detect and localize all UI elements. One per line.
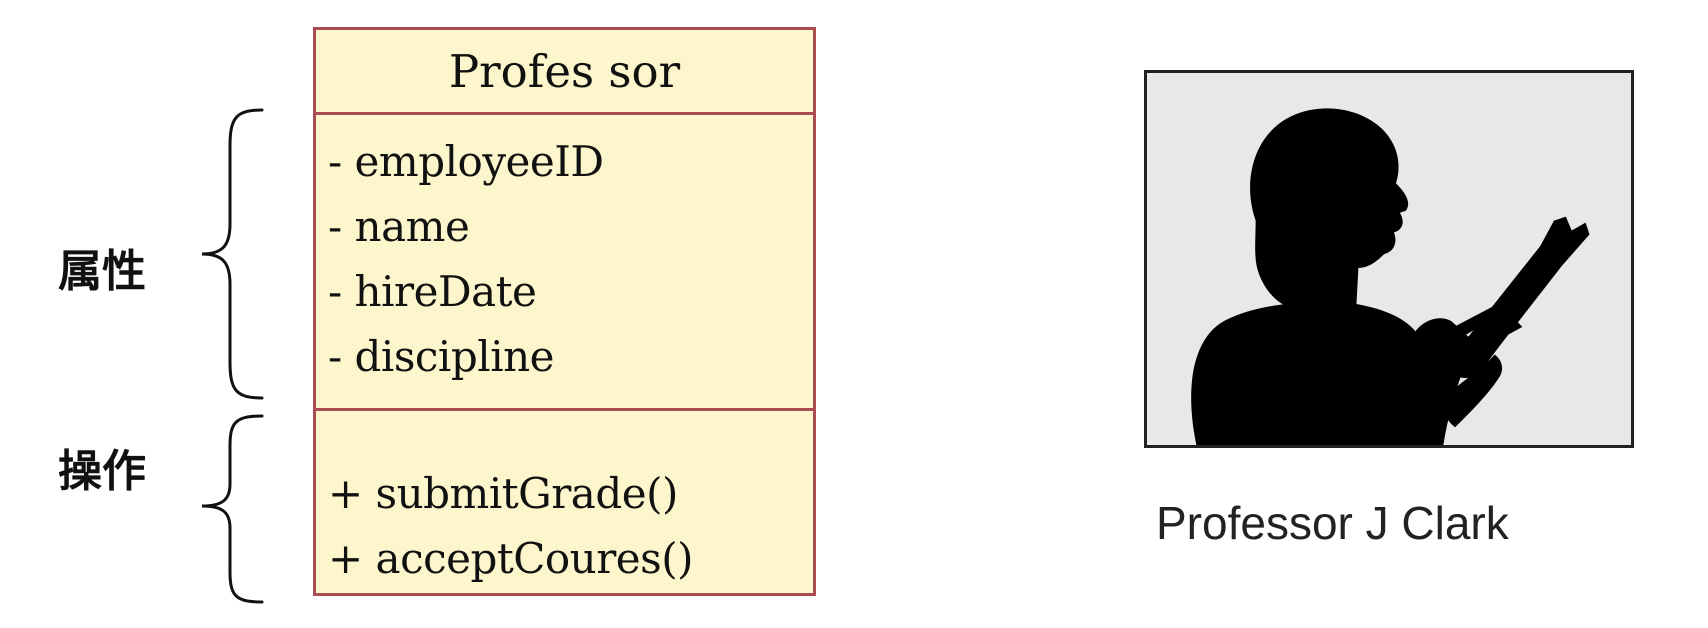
operation-row: + acceptCoures() (328, 534, 693, 583)
attribute-row: - employeeID (328, 137, 604, 186)
attribute-row: - hireDate (328, 267, 537, 316)
attributes-compartment: - employeeID - name - hireDate - discipl… (316, 115, 813, 411)
class-name: Profes sor (316, 30, 813, 115)
attribute-row: - name (328, 202, 470, 251)
photo-caption: Professor J Clark (1156, 497, 1509, 549)
operations-brace (201, 414, 264, 604)
professor-silhouette-icon (1191, 108, 1590, 445)
operation-row: + submitGrade() (328, 469, 678, 518)
professor-photo (1144, 70, 1634, 448)
attribute-row: - discipline (328, 332, 555, 381)
operations-label: 操作 (58, 446, 146, 497)
operations-compartment: + submitGrade() + acceptCoures() (316, 411, 813, 591)
attributes-brace (201, 108, 264, 400)
attributes-label: 属性 (58, 246, 146, 297)
uml-class-box: Profes sor - employeeID - name - hireDat… (313, 27, 816, 596)
